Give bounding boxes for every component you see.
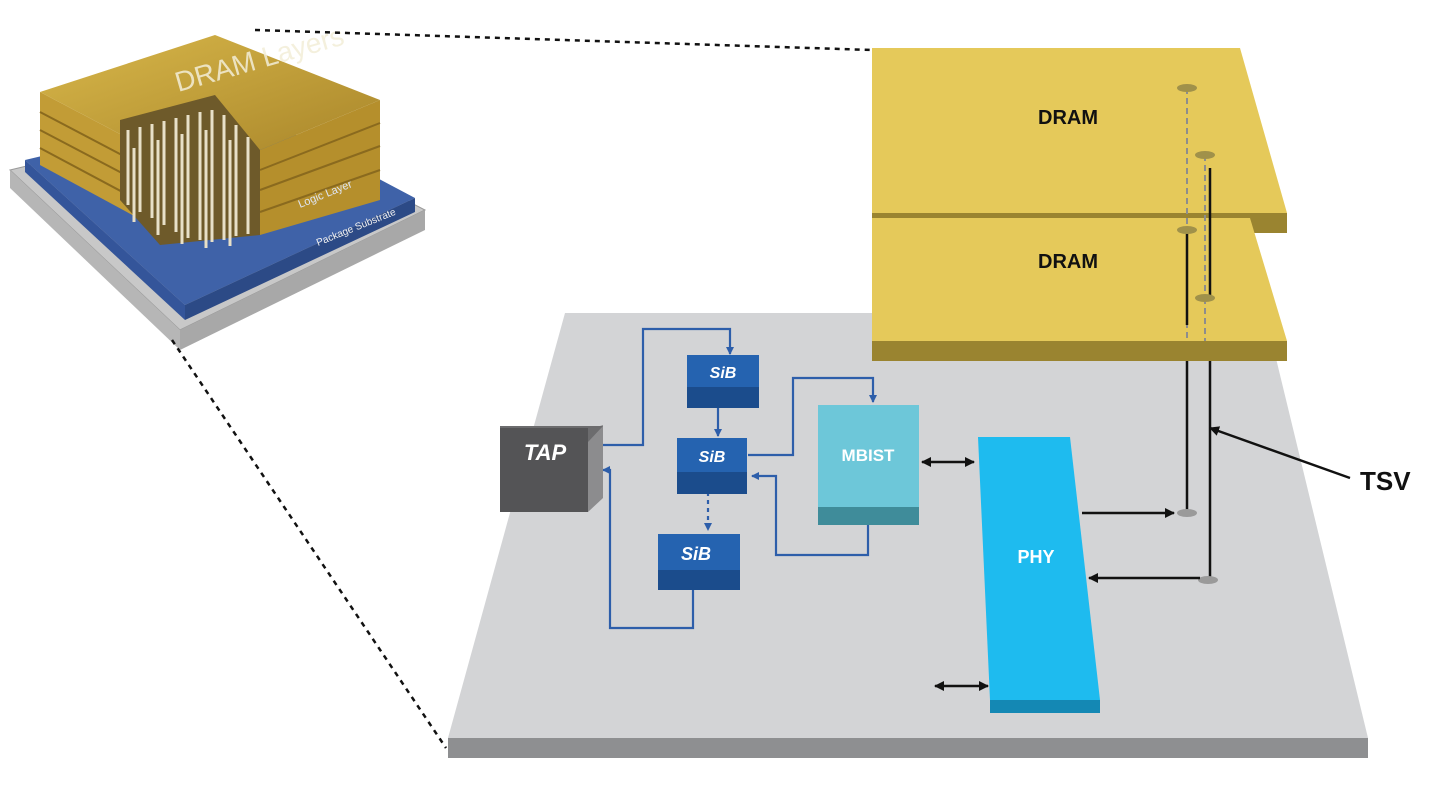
sib-label: SiB [699, 449, 726, 466]
dram-die-2: DRAM [872, 218, 1287, 361]
tap-label: TAP [524, 440, 567, 465]
tsv-label: TSV [1360, 466, 1411, 496]
phy-label: PHY [1017, 547, 1054, 567]
tsv-connections [1177, 84, 1218, 584]
sib-block: SiB [658, 534, 740, 590]
tsv-pad [1177, 226, 1197, 234]
logic-die-platform [448, 313, 1368, 758]
sib-label: SiB [681, 544, 711, 564]
dram-die-1: DRAM [872, 48, 1287, 233]
mbist-label: MBIST [842, 446, 896, 465]
hbm-package-illustration: DRAM Layers Logic Layer Package Substrat… [8, 20, 427, 350]
mbist-block: MBIST [818, 405, 919, 525]
tsv-pointer [1209, 426, 1351, 480]
zoom-line-top [254, 28, 873, 52]
tsv-pad [1177, 84, 1197, 92]
sib-block: SiB [687, 355, 759, 408]
tap-controller: TAP [500, 425, 603, 512]
signal-arrows [921, 457, 1200, 691]
dram-label: DRAM [1038, 251, 1098, 273]
phy-block: PHY [978, 437, 1100, 713]
tsv-pad [1195, 151, 1215, 159]
tsv-pad [1195, 294, 1215, 302]
tsv-pad [1198, 576, 1218, 584]
dram-label: DRAM [1038, 107, 1098, 129]
tsv-pad [1177, 509, 1197, 517]
zoom-line-bottom [170, 339, 448, 749]
sib-label: SiB [710, 365, 737, 382]
tsv-pillars [126, 110, 250, 248]
sib-block: SiB [677, 438, 747, 494]
